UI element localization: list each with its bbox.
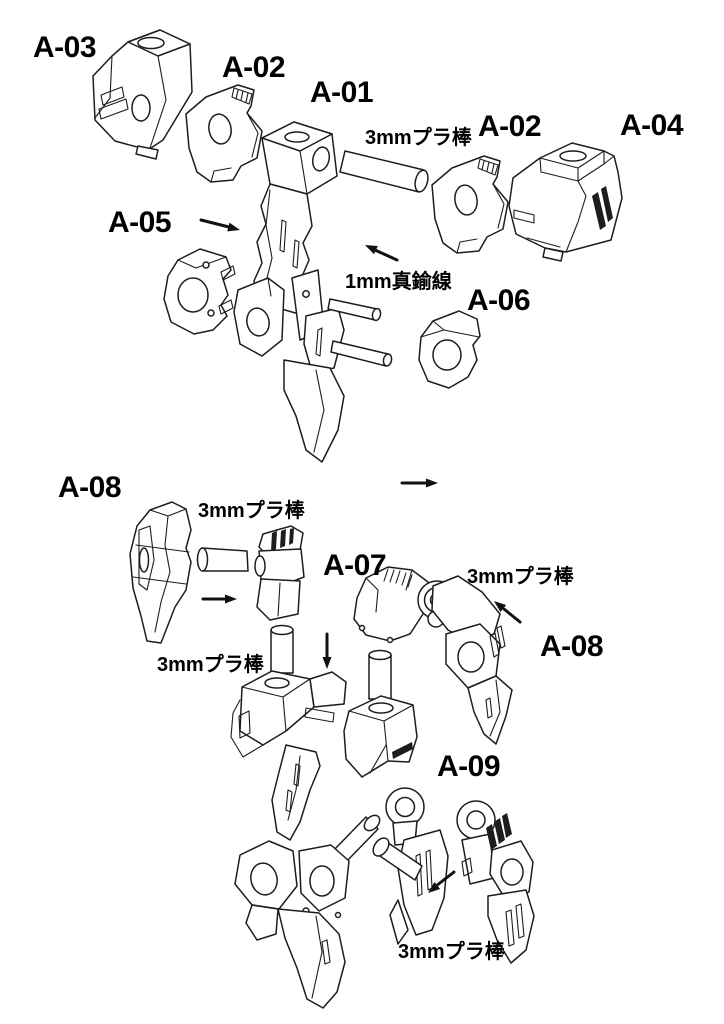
label-rod-shoulder: 3mmプラ棒: [157, 652, 265, 676]
label-a01: A-01: [310, 76, 373, 109]
part-a01: [233, 121, 345, 463]
part-a06: [418, 310, 481, 389]
label-a05: A-05: [108, 206, 171, 239]
label-rod-upper: 3mmプラ棒: [198, 498, 306, 522]
part-a07-arm-assembly: [353, 566, 513, 745]
label-a02-left: A-02: [222, 51, 285, 84]
rod-3mm-top: [339, 150, 429, 193]
label-a08-right: A-08: [540, 630, 603, 663]
label-a07: A-07: [323, 549, 386, 582]
label-rod-elbow: 3mmプラ棒: [467, 564, 575, 588]
rod-3mm-left: [196, 547, 249, 572]
part-a02-right: [431, 155, 509, 254]
part-a09-left: [372, 787, 449, 945]
label-rod-ankle: 3mmプラ棒: [398, 939, 506, 963]
label-a04: A-04: [620, 109, 684, 142]
a05-insert-arrow: [199, 218, 240, 232]
label-a06: A-06: [467, 284, 530, 317]
part-a07-fist: [254, 525, 305, 621]
part-a05: [163, 248, 236, 335]
part-a03: [92, 29, 193, 160]
part-a08-left: [129, 501, 192, 644]
drop-in-arrow: [322, 632, 332, 669]
label-a02-right: A-02: [478, 110, 541, 143]
next-step-arrow: [400, 478, 438, 488]
label-a08-left: A-08: [58, 471, 121, 504]
label-a03: A-03: [33, 31, 96, 64]
ankle-rod-arrow: [428, 870, 456, 893]
part-a04: [508, 142, 623, 262]
elbow-rod-arrow: [494, 601, 522, 624]
brass-wire-pins: [327, 298, 393, 367]
part-torso-assembly: [230, 624, 418, 1009]
label-a09: A-09: [437, 750, 500, 783]
label-rod-top: 3mmプラ棒: [365, 125, 473, 149]
part-a09-right: [456, 800, 535, 964]
brass-wire-arrow: [365, 245, 399, 262]
label-brass-wire: 1mm真鍮線: [345, 269, 452, 293]
rod-insert-arrow: [201, 594, 237, 604]
part-a02-left: [185, 84, 263, 183]
